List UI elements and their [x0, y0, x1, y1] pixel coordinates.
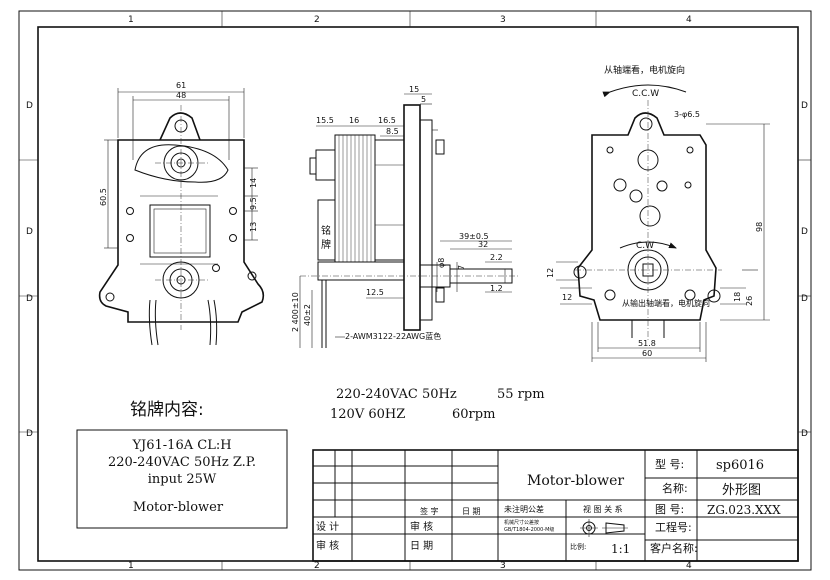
dim-32: 32: [478, 240, 488, 249]
zone-left-4: D: [26, 429, 33, 439]
zone-top-1: 1: [128, 15, 134, 25]
nameplate-label-1: 铭: [321, 224, 331, 237]
dim-phi8: φ8: [437, 258, 446, 268]
label-check: 审 核: [316, 539, 339, 552]
dim-16-5: 16.5: [378, 116, 396, 125]
zone-right-4: D: [801, 429, 808, 439]
spec-rpm-2: 60rpm: [452, 407, 495, 422]
front-view: 61 48 60.5 14 9.5 13: [98, 81, 265, 346]
spec-voltage-2: 120V 60HZ: [330, 407, 405, 422]
dim-7: 7: [457, 265, 466, 270]
product-name: Motor-blower: [527, 473, 624, 489]
model-value: sp6016: [716, 458, 764, 473]
nameplate-label-2: 牌: [321, 238, 331, 251]
title-block: Motor-blower 型 号: sp6016 名称: 外形图 图 号: ZG…: [312, 449, 799, 562]
spec-voltage-1: 220-240VAC 50Hz: [336, 387, 457, 402]
dim-48: 48: [176, 91, 186, 100]
zone-right-3: D: [801, 294, 808, 304]
nameplate-line-3: input 25W: [148, 472, 217, 487]
cw-label: C.W: [636, 241, 654, 251]
dim-15-5: 15.5: [316, 116, 334, 125]
dim-8-5: 8.5: [386, 127, 399, 136]
dim-9-5: 9.5: [249, 197, 258, 210]
dim-1-2: 1.2: [490, 284, 503, 293]
dim-18: 18: [733, 292, 742, 302]
name-value: 外形图: [722, 483, 761, 498]
nameplate: 铭牌内容: YJ61-16A CL:H 220-240VAC 50Hz Z.P.…: [76, 400, 288, 529]
dim-40: 40±2: [303, 304, 312, 326]
label-drawing-no: 图 号:: [655, 503, 684, 516]
side-view: 15 5 15.5 16 16.5 8.5 铭 牌 39±0.5 32 φ8 7…: [291, 85, 520, 348]
zone-left-1: D: [26, 101, 33, 111]
label-projection: 视 图 关 系: [583, 504, 623, 514]
ccw-label: C.C.W: [632, 89, 659, 99]
label-model: 型 号:: [655, 457, 684, 471]
scale-value: 1:1: [611, 542, 630, 556]
label-date: 日 期: [462, 507, 481, 516]
dim-61: 61: [176, 81, 186, 90]
rotation-note-bottom: 从输出轴端看，电机旋向: [622, 298, 710, 308]
hole-note: 3-φ6.5: [674, 110, 700, 119]
dim-5: 5: [421, 95, 426, 104]
dim-60-5: 60.5: [99, 188, 108, 206]
zone-bottom-2: 2: [314, 561, 320, 571]
dim-14: 14: [249, 178, 258, 188]
nameplate-heading: 铭牌内容:: [130, 400, 204, 420]
rear-view: 从轴端看，电机旋向 C.C.W 3-φ6.5 C.W 从输出轴端看，电机旋向 9…: [546, 64, 770, 362]
label-tolerance: 未注明公差: [504, 504, 544, 514]
dim-12-lower: 12: [562, 293, 572, 302]
label-project-no: 工程号:: [655, 521, 692, 534]
tolerance-note-1: 机械尺寸公差按: [504, 519, 539, 526]
label-customer: 客户名称:: [650, 541, 698, 555]
zone-bottom-4: 4: [686, 561, 692, 571]
nameplate-line-1: YJ61-16A CL:H: [131, 438, 231, 453]
dim-60: 60: [642, 349, 652, 358]
zone-top-3: 3: [500, 15, 506, 25]
zone-ticks: [19, 11, 811, 570]
label-date-2: 日 期: [410, 540, 433, 552]
dim-16: 16: [349, 116, 359, 125]
zone-right-2: D: [801, 227, 808, 237]
zone-top-4: 4: [686, 15, 692, 25]
label-sign: 签 字: [420, 506, 439, 516]
rotation-note-top: 从轴端看，电机旋向: [604, 64, 685, 76]
projection-symbol-icon: [580, 519, 628, 537]
dim-2-2: 2.2: [490, 253, 503, 262]
dim-12-5: 12.5: [366, 288, 384, 297]
dim-15-top: 15: [409, 85, 419, 94]
spec-rpm-1: 55 rpm: [497, 387, 545, 402]
tolerance-note-2: GB/T1804-2000-M级: [504, 526, 554, 533]
zone-labels: 1 2 3 4 1 2 3 4 D D D D D D D D: [26, 15, 808, 571]
zone-bottom-1: 1: [128, 561, 134, 571]
dim-12-left: 12: [546, 268, 555, 278]
wire-note: 2-AWM3122-22AWG蓝色: [345, 331, 441, 341]
dim-51-8: 51.8: [638, 339, 656, 348]
dim-98: 98: [755, 222, 764, 232]
label-review-1: 审 核: [410, 520, 433, 533]
spec-text: 220-240VAC 50Hz 55 rpm 120V 60HZ 60rpm: [330, 387, 545, 422]
zone-bottom-3: 3: [500, 561, 506, 571]
nameplate-line-4: Motor-blower: [133, 500, 224, 515]
dim-13: 13: [249, 222, 258, 232]
dim-400: 2 400±10: [291, 292, 300, 332]
zone-left-3: D: [26, 294, 33, 304]
dim-26: 26: [745, 296, 754, 306]
zone-right-1: D: [801, 101, 808, 111]
label-name: 名称:: [662, 481, 688, 495]
zone-left-2: D: [26, 227, 33, 237]
drawing-no-value: ZG.023.XXX: [707, 503, 781, 517]
label-design: 设 计: [316, 520, 339, 533]
zone-top-2: 2: [314, 15, 320, 25]
dim-39: 39±0.5: [459, 232, 489, 241]
outer-frame: [18, 10, 812, 571]
label-scale: 比例:: [570, 542, 586, 551]
nameplate-line-2: 220-240VAC 50Hz Z.P.: [108, 455, 256, 470]
